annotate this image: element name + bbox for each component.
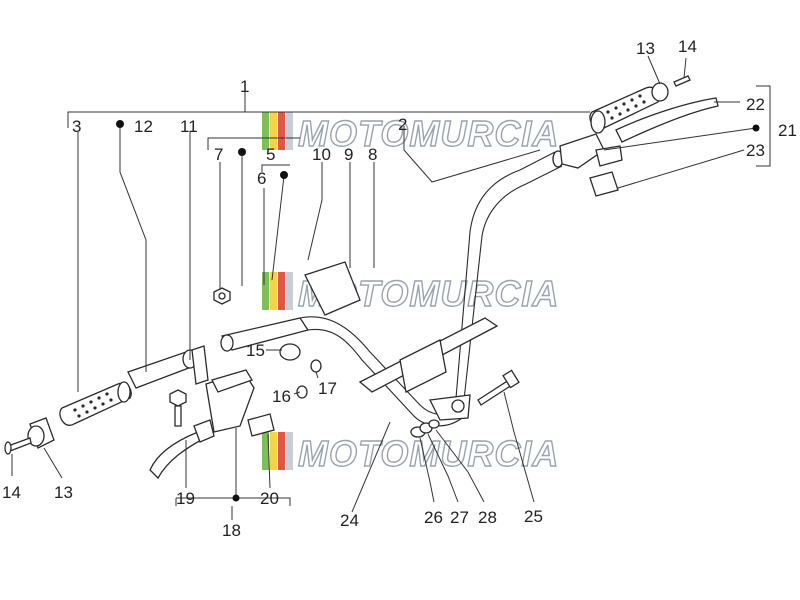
watermark-text: MOTOMURCIA: [298, 113, 559, 154]
callout-19: 19: [176, 489, 195, 508]
callout-labels: 1 3 12 11 7 5 10 9 8 6 2 15 16 17 14 13 …: [2, 37, 797, 540]
callout-14-left: 14: [2, 483, 21, 502]
watermark-text: MOTOMURCIA: [298, 433, 559, 474]
small-parts: [169, 287, 322, 427]
right-grip-assembly: [559, 75, 719, 197]
callout-8: 8: [368, 145, 377, 164]
callout-20: 20: [260, 489, 279, 508]
callout-14-right: 14: [678, 37, 697, 56]
callout-16: 16: [272, 387, 291, 406]
bolt-assembly: [410, 369, 520, 438]
callout-25: 25: [524, 507, 543, 526]
left-grip-assembly: [4, 345, 275, 480]
callout-17: 17: [318, 379, 337, 398]
callout-12: 12: [134, 117, 153, 136]
callout-26: 26: [424, 508, 443, 527]
callout-5: 5: [266, 145, 275, 164]
leader-lines: [11, 55, 771, 520]
watermark-top: MOTOMURCIA: [262, 112, 559, 155]
handlebar: [220, 150, 564, 427]
callout-2: 2: [398, 115, 407, 134]
callout-1: 1: [240, 77, 249, 96]
callout-9: 9: [344, 145, 353, 164]
callout-10: 10: [312, 145, 331, 164]
callout-7: 7: [214, 145, 223, 164]
callout-3: 3: [72, 117, 81, 136]
reference-dots: [116, 120, 760, 502]
callout-13-right: 13: [636, 39, 655, 58]
callout-21: 21: [778, 121, 797, 140]
callout-18: 18: [222, 521, 241, 540]
callout-27: 27: [450, 508, 469, 527]
callout-11: 11: [180, 117, 198, 136]
callout-6: 6: [257, 169, 266, 188]
callout-23: 23: [746, 141, 765, 160]
watermark-bottom: MOTOMURCIA: [262, 432, 559, 475]
callout-13-left: 13: [54, 483, 73, 502]
callout-24: 24: [340, 511, 359, 530]
callout-28: 28: [478, 508, 497, 527]
callout-15: 15: [246, 341, 265, 360]
callout-22: 22: [746, 95, 765, 114]
